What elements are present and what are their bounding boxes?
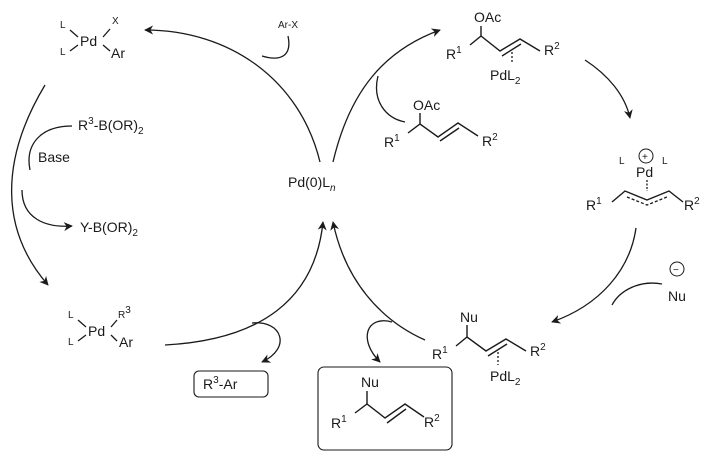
svg-text:R1: R1	[432, 345, 448, 362]
svg-text:Ar: Ar	[119, 334, 133, 350]
svg-text:R2: R2	[482, 132, 498, 149]
reductive-elimination-arrow	[164, 221, 327, 346]
svg-text:X: X	[112, 16, 119, 27]
svg-text:L: L	[68, 310, 74, 321]
oxidative-addition-arrow	[144, 25, 321, 163]
svg-text:Nu: Nu	[361, 374, 379, 390]
ar-x-reagent: Ar-X	[278, 20, 298, 31]
svg-text:Nu: Nu	[460, 309, 478, 325]
svg-text:PdL2: PdL2	[490, 368, 521, 388]
svg-text:OAc: OAc	[474, 9, 501, 25]
boron-reagent-curve	[28, 125, 73, 171]
svg-text:Pd: Pd	[80, 33, 97, 49]
pd-complex-transmetalation: L L Pd R3 Ar	[68, 305, 133, 350]
svg-text:Pd: Pd	[636, 164, 653, 180]
nucleophilic-attack-arrow	[551, 227, 637, 324]
svg-text:R3: R3	[118, 305, 131, 321]
svg-text:Ar: Ar	[111, 45, 125, 61]
nucleophile-curve	[611, 282, 663, 306]
svg-text:−: −	[673, 265, 679, 276]
allyl-acetate-curve	[376, 75, 406, 123]
svg-text:Pd: Pd	[88, 323, 105, 339]
pi-allyl-complex: L + L Pd R1 R2	[586, 148, 700, 213]
catalyst-label: Pd(0)Ln	[288, 174, 336, 194]
svg-text:R2: R2	[684, 196, 700, 213]
nucleophile: − Nu	[668, 261, 686, 304]
boron-byproduct: Y-B(OR)2	[80, 219, 138, 239]
coordination-arrow	[332, 28, 441, 163]
tsuji-product-box	[317, 366, 453, 451]
svg-text:R2: R2	[530, 342, 546, 359]
tsuji-product: Nu R1 R2	[331, 374, 440, 431]
suzuki-product: R3-Ar	[203, 375, 238, 392]
decomplexation-arrow	[330, 221, 426, 341]
transmetalation-arrow	[10, 84, 49, 286]
svg-text:R1: R1	[446, 45, 462, 62]
svg-text:L: L	[68, 337, 74, 348]
svg-text:L: L	[60, 47, 66, 58]
ionization-arrow	[584, 59, 633, 119]
svg-text:R2: R2	[424, 413, 440, 430]
suzuki-product-arrow	[251, 322, 281, 363]
allyl-acetate: OAc R1 R2	[384, 97, 498, 150]
boron-reagent: R3-B(OR)2	[78, 116, 144, 137]
pd-pi-complex: OAc R1 R2 PdL2	[446, 9, 560, 87]
svg-text:R2: R2	[544, 41, 560, 58]
nu-pd-complex: Nu R1 R2 PdL2	[432, 309, 546, 388]
svg-text:PdL2: PdL2	[490, 67, 521, 87]
base-label: Base	[38, 149, 70, 165]
svg-text:R1: R1	[384, 133, 400, 150]
svg-text:L: L	[60, 20, 66, 31]
svg-text:R1: R1	[586, 196, 602, 213]
svg-text:Nu: Nu	[668, 288, 686, 304]
boron-byproduct-arrow	[21, 189, 73, 232]
svg-text:L: L	[619, 156, 625, 167]
suzuki-product-box	[193, 370, 269, 398]
tsuji-product-arrow	[366, 320, 393, 363]
svg-text:R1: R1	[331, 414, 347, 431]
svg-text:+: +	[642, 152, 648, 163]
svg-text:OAc: OAc	[413, 97, 440, 113]
pd-complex-oxidative-addition: L L Pd X Ar	[60, 16, 125, 61]
ar-x-curve	[261, 35, 290, 59]
svg-text:L: L	[662, 156, 668, 167]
